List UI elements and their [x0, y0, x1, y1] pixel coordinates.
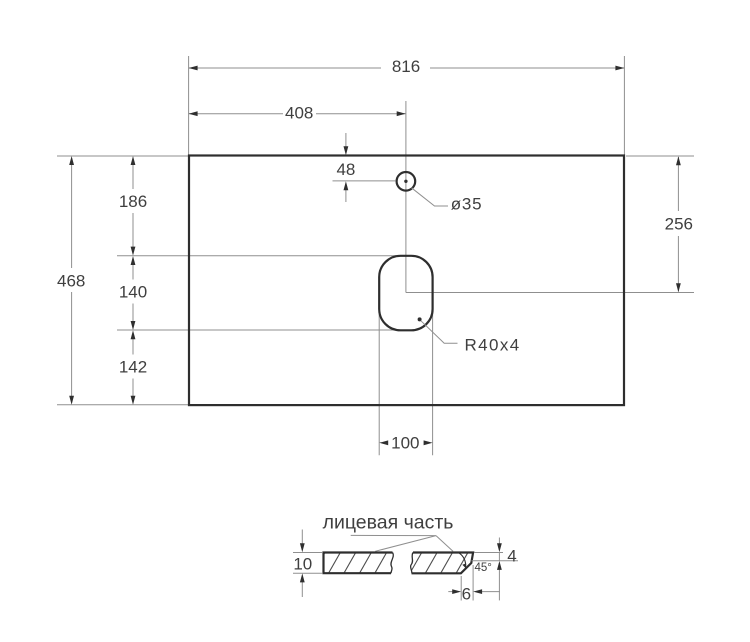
svg-text:256: 256 — [665, 215, 693, 234]
svg-text:45°: 45° — [475, 562, 492, 574]
svg-text:ø35: ø35 — [451, 195, 483, 214]
svg-text:408: 408 — [285, 104, 313, 123]
svg-text:лицевая часть: лицевая часть — [323, 512, 454, 534]
svg-text:140: 140 — [119, 283, 147, 302]
svg-text:48: 48 — [336, 160, 355, 179]
svg-text:6: 6 — [462, 585, 471, 604]
svg-text:10: 10 — [293, 555, 312, 574]
svg-text:100: 100 — [391, 434, 419, 453]
svg-text:R40x4: R40x4 — [465, 335, 521, 354]
svg-text:142: 142 — [119, 358, 147, 377]
svg-text:816: 816 — [392, 57, 420, 76]
svg-text:186: 186 — [119, 192, 147, 211]
svg-text:468: 468 — [57, 271, 85, 290]
svg-text:4: 4 — [507, 547, 516, 566]
